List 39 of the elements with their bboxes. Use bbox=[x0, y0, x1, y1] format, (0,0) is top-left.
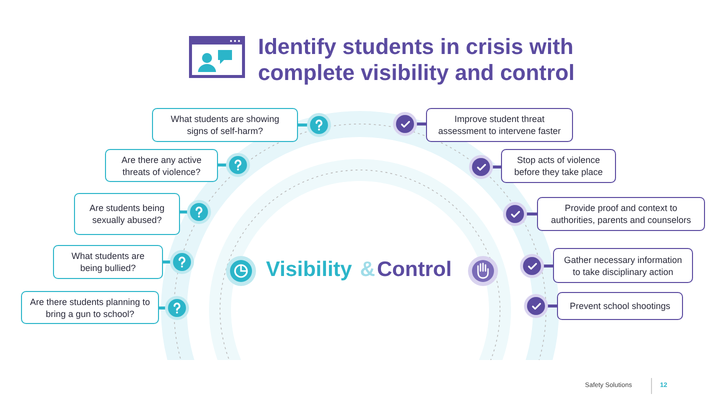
connector-line bbox=[414, 122, 426, 126]
text-box bbox=[426, 108, 573, 142]
box-text: Prevent school shootings bbox=[570, 300, 670, 312]
box-text: Are there any active threats of violence? bbox=[120, 154, 203, 178]
text-box bbox=[553, 248, 693, 283]
connector-line bbox=[545, 304, 557, 308]
box-text: Provide proof and context to authorities, parents and counselors bbox=[550, 202, 692, 226]
visibility-heading: Visibility bbox=[266, 257, 352, 283]
box-text: Gather necessary information to take disciplinary action bbox=[562, 254, 684, 278]
connector-line bbox=[490, 166, 501, 168]
box-text: What students are being bullied? bbox=[70, 250, 146, 274]
check-icon bbox=[472, 158, 490, 176]
text-box bbox=[152, 108, 298, 142]
control-heading: Control bbox=[377, 257, 452, 283]
text-box bbox=[557, 292, 683, 320]
connector-line bbox=[524, 212, 537, 216]
question-icon bbox=[190, 203, 208, 221]
ampersand: & bbox=[360, 257, 376, 283]
question-icon bbox=[229, 156, 247, 174]
connector-line bbox=[541, 264, 553, 268]
check-icon bbox=[527, 297, 545, 315]
question-icon bbox=[310, 116, 328, 134]
box-text: Improve student threat assessment to intervene faster bbox=[437, 113, 562, 137]
question-icon bbox=[173, 253, 191, 271]
text-box bbox=[501, 149, 616, 183]
text-box bbox=[21, 291, 159, 324]
text-box bbox=[105, 149, 218, 182]
box-text: Are students being sexually abused? bbox=[88, 202, 166, 226]
text-box bbox=[53, 245, 163, 279]
check-icon bbox=[523, 257, 541, 275]
check-icon bbox=[506, 205, 524, 223]
text-box bbox=[537, 197, 705, 231]
box-text: What students are showing signs of self-harm? bbox=[170, 113, 280, 137]
text-box bbox=[74, 193, 180, 235]
check-icon bbox=[396, 115, 414, 133]
question-icon bbox=[168, 299, 186, 317]
box-text: Stop acts of violence before they take place bbox=[513, 154, 604, 178]
box-text: Are there students planning to bring a gun to school? bbox=[28, 296, 152, 320]
title: Identify students in crisis with complete visibility and control bbox=[258, 34, 576, 86]
